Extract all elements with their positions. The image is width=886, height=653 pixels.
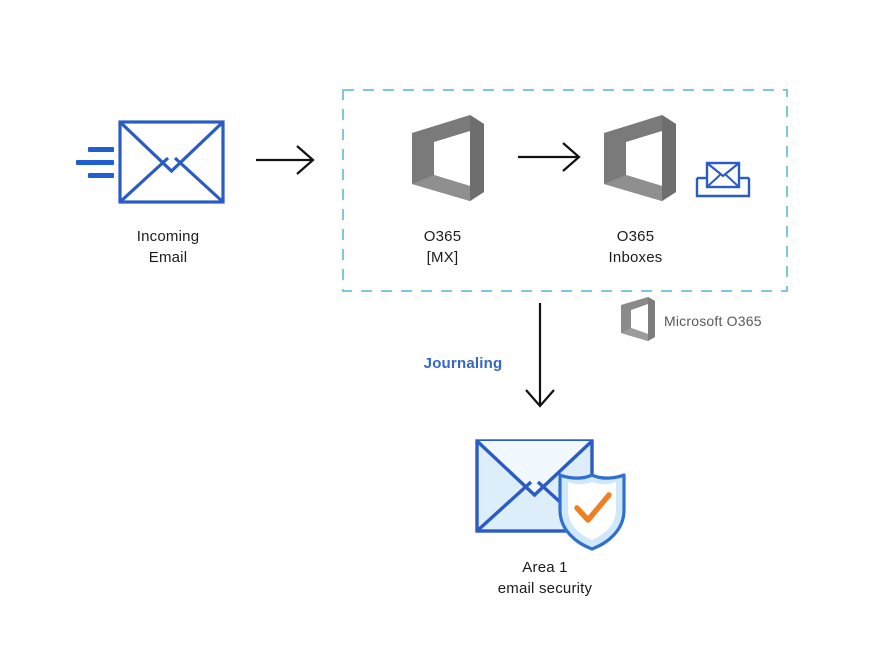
inbox-tray-envelope-icon [695,161,751,198]
envelope-shield-check-icon [475,439,626,551]
legend-office-365-icon [621,297,655,341]
speed-lines-icon [76,147,114,178]
o365-mx-label: O365 [MX] [423,228,462,266]
incoming-email-label: Incoming Email [136,228,200,266]
arrow-journaling-down [525,303,555,408]
arrow-mx-to-inboxes [518,142,581,172]
o365-inboxes-label: O365 Inboxes [608,228,663,266]
envelope-icon [118,120,225,204]
office-365-icon-inboxes [604,115,676,201]
office-365-icon-mx [412,115,484,201]
legend-microsoft-o365-label: Microsoft O365 [664,313,762,329]
arrow-incoming-to-mx [256,145,315,175]
journaling-edge-label: Journaling [423,355,503,372]
o365-group-dashed-box [342,89,788,292]
area1-email-security-label: Area 1 email security [497,559,593,597]
